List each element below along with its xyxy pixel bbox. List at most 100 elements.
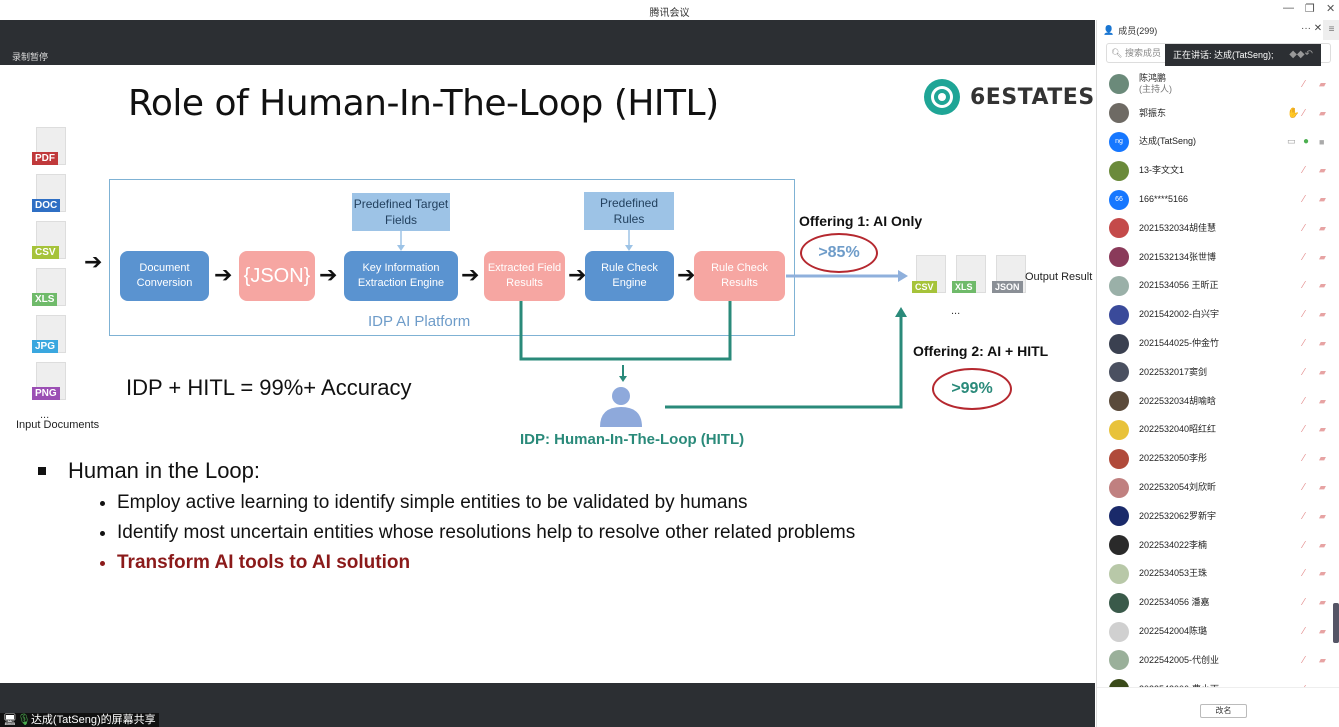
mic-muted-icon[interactable]: ⁄ (1303, 453, 1305, 465)
member-row[interactable]: 2022532034胡喻晗⁄▰ (1097, 387, 1339, 416)
mic-muted-icon[interactable]: ⁄ (1303, 597, 1305, 609)
camera-off-icon[interactable]: ▰ (1319, 424, 1326, 435)
member-row[interactable]: 2021534056 王昕正⁄▰ (1097, 272, 1339, 301)
mic-on-icon[interactable]: ● (1303, 136, 1310, 148)
camera-off-icon[interactable]: ▰ (1319, 626, 1326, 637)
doc-type-tag: CSV (32, 246, 59, 259)
mic-muted-icon[interactable]: ⁄ (1303, 510, 1305, 522)
member-row[interactable]: 2022534056 潘嘉⁄▰ (1097, 588, 1339, 617)
member-row[interactable]: 2022532062罗新宇⁄▰ (1097, 502, 1339, 531)
member-row[interactable]: 2022532040昭红红⁄▰ (1097, 416, 1339, 445)
members-count: 成员(299) (1118, 25, 1158, 36)
restore-button[interactable]: ❐ (1305, 3, 1315, 15)
predefined-rules: Predefined Rules (584, 192, 674, 230)
input-doc-xls-icon: XLS (30, 268, 70, 308)
close-button[interactable]: ✕ (1326, 3, 1336, 15)
mic-muted-icon[interactable]: ⁄ (1303, 395, 1305, 407)
camera-off-icon[interactable]: ▰ (1319, 107, 1326, 118)
member-row[interactable]: 2021532034胡佳慧⁄▰ (1097, 214, 1339, 243)
camera-off-icon[interactable]: ▰ (1319, 251, 1326, 262)
minimize-button[interactable]: — (1283, 2, 1294, 14)
mic-muted-icon[interactable]: ⁄ (1303, 424, 1305, 436)
camera-off-icon[interactable]: ▰ (1319, 78, 1326, 89)
member-row[interactable]: 2022534022李楠⁄▰ (1097, 531, 1339, 560)
member-row[interactable]: 2021542002-白兴宇⁄▰ (1097, 300, 1339, 329)
camera-off-icon[interactable]: ▰ (1319, 338, 1326, 349)
member-row[interactable]: 2022542006-曹小雨⁄▰ (1097, 675, 1339, 687)
member-row[interactable]: 13-李文文1⁄▰ (1097, 156, 1339, 185)
person-icon (612, 387, 630, 405)
avatar (1109, 103, 1129, 124)
camera-off-icon[interactable]: ▰ (1319, 654, 1326, 665)
output-type-tag: XLS (952, 281, 976, 293)
output-more: ... (951, 305, 961, 317)
camera-off-icon[interactable]: ▰ (1319, 395, 1326, 406)
member-row[interactable]: 2021544025-仲金竹⁄▰ (1097, 329, 1339, 358)
mic-muted-icon[interactable]: ⁄ (1303, 251, 1305, 263)
camera-off-icon[interactable]: ▰ (1319, 165, 1326, 176)
search-icon: 🔍︎ (1111, 48, 1123, 58)
camera-off-icon[interactable]: ▰ (1319, 510, 1326, 521)
camera-off-icon[interactable]: ▰ (1319, 366, 1326, 377)
mic-muted-icon[interactable]: ⁄ (1303, 654, 1305, 666)
mic-muted-icon[interactable]: ⁄ (1303, 338, 1305, 350)
mic-muted-icon[interactable]: ⁄ (1303, 194, 1305, 206)
hitl-label: IDP: Human-In-The-Loop (HITL) (520, 431, 745, 448)
panel-menu-button[interactable]: ≡ (1323, 20, 1339, 40)
camera-off-icon[interactable]: ▰ (1319, 194, 1326, 205)
member-row[interactable]: 2022532050李彤⁄▰ (1097, 444, 1339, 473)
bullet-main-text: Human in the Loop: (68, 458, 261, 483)
camera-off-icon[interactable]: ▰ (1319, 222, 1326, 233)
camera-off-icon[interactable]: ▰ (1319, 539, 1326, 550)
camera-off-icon[interactable]: ▰ (1319, 309, 1326, 320)
input-doc-jpg-icon: JPG (30, 315, 70, 355)
mic-muted-icon[interactable]: ⁄ (1303, 78, 1305, 90)
avatar (1109, 304, 1129, 325)
member-row[interactable]: 2021532134张世博⁄▰ (1097, 243, 1339, 272)
avatar: ng (1109, 131, 1129, 152)
camera-off-icon[interactable]: ▰ (1319, 568, 1326, 579)
mic-muted-icon[interactable]: ⁄ (1303, 539, 1305, 551)
mic-muted-icon[interactable]: ⁄ (1303, 482, 1305, 494)
member-row[interactable]: 2022532054刘欣昕⁄▰ (1097, 473, 1339, 502)
mic-muted-icon[interactable]: ⁄ (1303, 309, 1305, 321)
mic-muted-icon[interactable]: ⁄ (1303, 165, 1305, 177)
arrow-right-icon: ➔ (568, 262, 587, 287)
mic-muted-icon[interactable]: ⁄ (1303, 107, 1305, 119)
camera-off-icon[interactable]: ▰ (1319, 597, 1326, 608)
member-row[interactable]: 2022534053王珠⁄▰ (1097, 560, 1339, 589)
camera-off-icon[interactable]: ▰ (1319, 482, 1326, 493)
member-row[interactable]: 2022542004陈璐⁄▰ (1097, 617, 1339, 646)
rename-button[interactable]: 改名 (1200, 704, 1247, 718)
mic-muted-icon[interactable]: ⁄ (1303, 280, 1305, 292)
avatar (1109, 333, 1129, 354)
input-doc-doc-icon: DOC (30, 174, 70, 214)
arrow-right-icon: ➔ (677, 262, 696, 287)
member-name: 达成(TatSeng) (1139, 136, 1197, 147)
mic-muted-icon[interactable]: ⁄ (1303, 366, 1305, 378)
camera-icon[interactable]: ■ (1319, 136, 1325, 147)
camera-off-icon[interactable]: ▰ (1319, 453, 1326, 464)
mic-muted-icon[interactable]: ⁄ (1303, 568, 1305, 580)
output-type-tag: JSON (992, 281, 1023, 293)
bullet-text: Transform AI tools to AI solution (117, 552, 411, 573)
mic-muted-icon[interactable]: ⁄ (1303, 626, 1305, 638)
more-options-button[interactable]: ··· ✕ (1301, 23, 1323, 34)
speaking-text: 正在讲话: 达成(TatSeng); (1173, 50, 1274, 60)
speaking-tooltip: 正在讲话: 达成(TatSeng);◆◆↶ (1165, 44, 1321, 66)
scrollbar-handle[interactable] (1333, 603, 1339, 643)
member-row[interactable]: 2022542005-代创业⁄▰ (1097, 646, 1339, 675)
recording-status[interactable]: 录制暂停 (12, 52, 49, 62)
member-row[interactable]: 陈鸿鹏(主持人)⁄▰ (1097, 70, 1339, 99)
avatar (1109, 448, 1129, 469)
avatar (1109, 592, 1129, 613)
camera-off-icon[interactable]: ▰ (1319, 280, 1326, 291)
member-row[interactable]: 2022532017窦剑⁄▰ (1097, 358, 1339, 387)
mic-muted-icon[interactable]: ⁄ (1303, 222, 1305, 234)
member-row[interactable]: 郭振东✋⁄▰ (1097, 99, 1339, 128)
mic-muted-icon[interactable]: ⁄ (1303, 684, 1305, 687)
camera-off-icon[interactable]: ▰ (1319, 684, 1326, 687)
